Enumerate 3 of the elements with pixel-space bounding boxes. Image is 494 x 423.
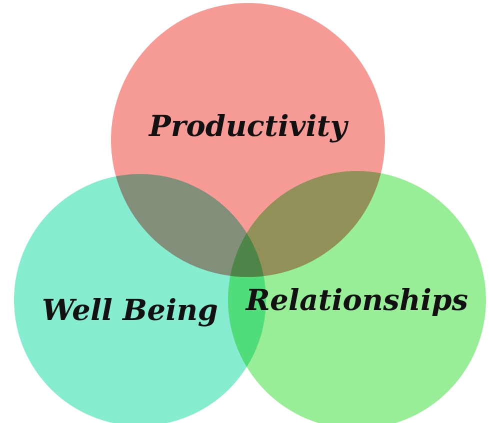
circle-label: Relationships <box>246 283 468 317</box>
circle-label: Productivity <box>149 109 347 144</box>
circle-label: Well Being <box>42 293 218 328</box>
